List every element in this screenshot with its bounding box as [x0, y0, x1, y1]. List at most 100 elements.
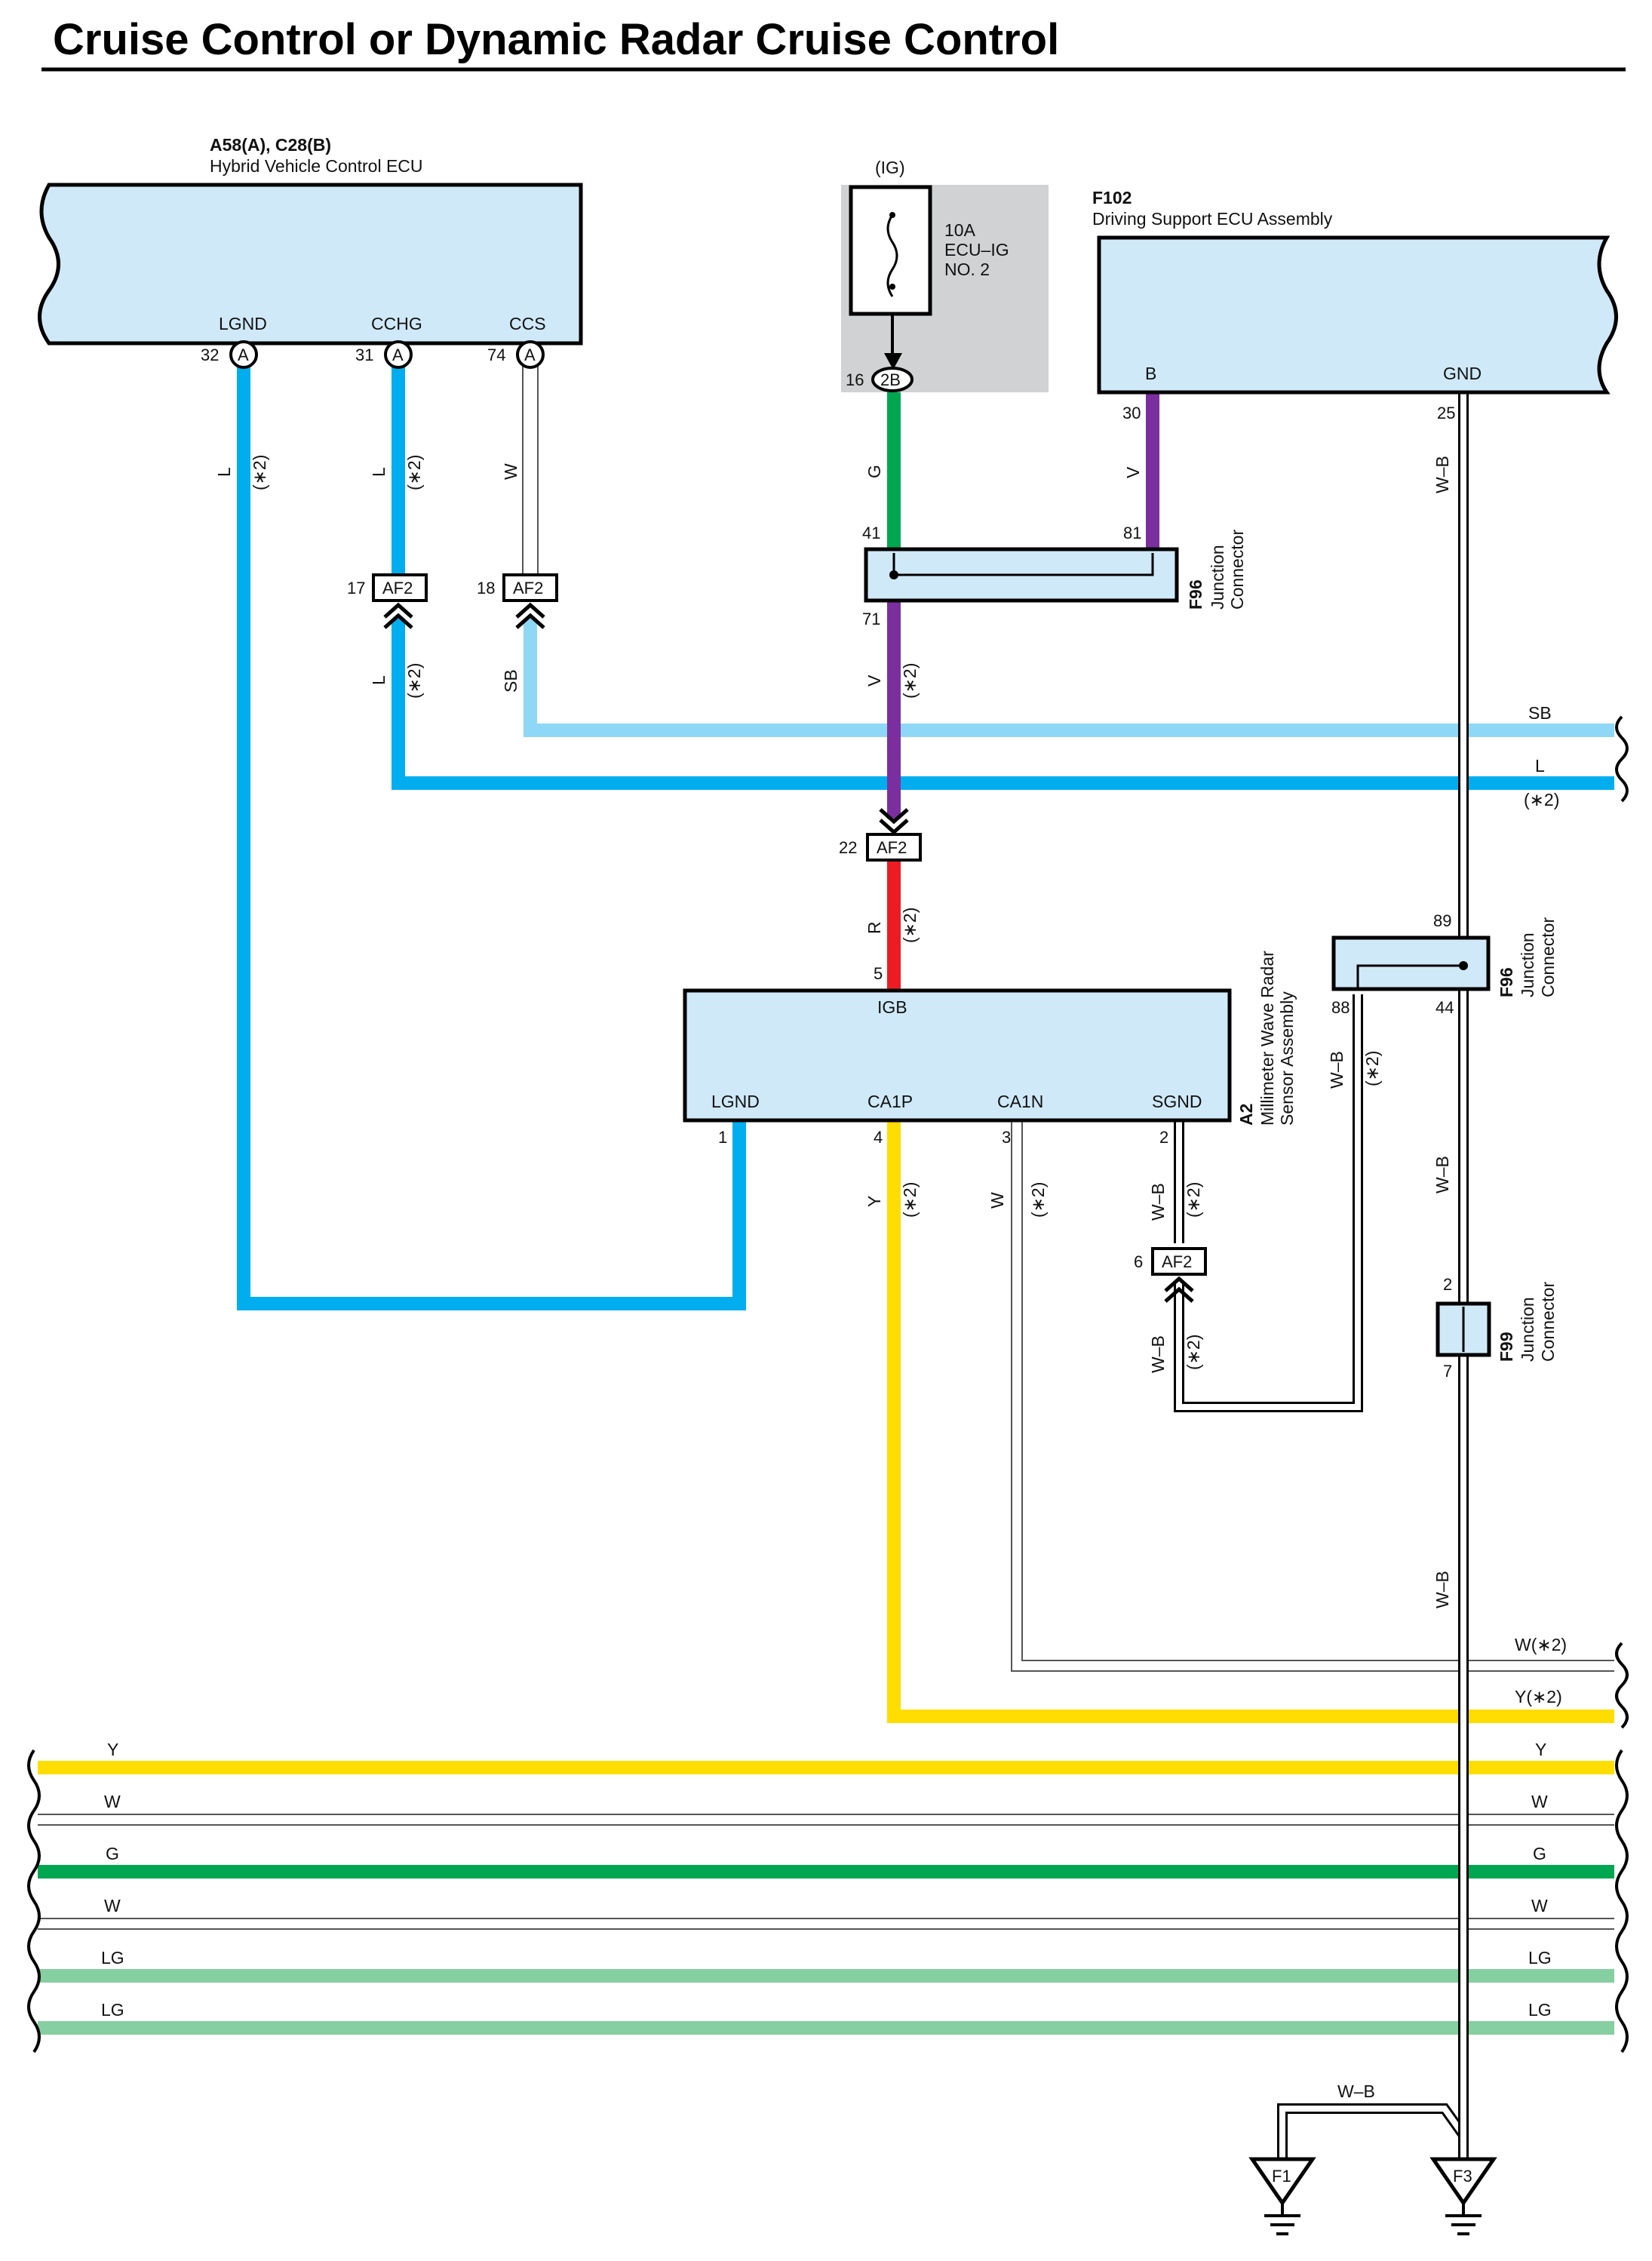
af2-17-arrow	[383, 602, 413, 629]
f96-right-connector: 89 88 44 F96 Junction Connector	[1331, 911, 1558, 1017]
f96-right-name1: Junction	[1518, 932, 1537, 997]
bus-lines	[38, 1761, 1614, 2035]
wire-l-lgnd	[237, 362, 746, 1310]
radar-pin-num-4: 4	[874, 1128, 883, 1147]
hv-ecu-pin-conn-32: A	[238, 346, 249, 364]
af2-6-arrow	[1164, 1276, 1194, 1303]
fuse-pin-oval	[871, 367, 914, 392]
f102-pin-b: B	[1145, 364, 1156, 383]
ground-f3: F3	[1429, 2157, 1497, 2235]
wl-star-6: (∗2)	[900, 1182, 920, 1218]
hv-ecu-pin-circle-31	[384, 340, 413, 369]
wire-w-ca1n	[1011, 1120, 1614, 1672]
wl-l-1: L	[214, 467, 234, 477]
f96-top-code: F96	[1186, 579, 1205, 610]
wl-star-2: (∗2)	[404, 455, 424, 490]
bus-label-left-3: W	[104, 1896, 121, 1915]
wl-star-1: (∗2)	[250, 455, 269, 490]
f102-pin-num-30: 30	[1122, 404, 1141, 422]
ground-f1-triangle	[1248, 2157, 1316, 2207]
wire-wb-f1	[1277, 2103, 1468, 2159]
ground-f1: F1	[1248, 2157, 1316, 2235]
wl-wb-6: W–B	[1432, 1571, 1452, 1608]
bus-label-right-0: Y	[1535, 1740, 1546, 1759]
af2-22-num: 22	[839, 838, 857, 857]
radar-name2: Sensor Assembly	[1277, 991, 1297, 1126]
wl-sb-right: SB	[1528, 703, 1552, 723]
af2-18-label: AF2	[513, 579, 543, 598]
af2-connector-22: AF2 22	[839, 808, 922, 862]
f96-top-pin-71: 71	[862, 610, 880, 628]
radar-pin-num-1: 1	[718, 1128, 727, 1147]
radar-name1: Millimeter Wave Radar	[1257, 951, 1277, 1126]
wire-y-ca1p	[887, 1120, 1614, 1723]
wl-star-right: (∗2)	[1524, 790, 1559, 809]
radar-pin-lgnd: LGND	[711, 1092, 760, 1111]
wl-y: Y	[864, 1196, 884, 1207]
ground-f3-triangle	[1429, 2157, 1497, 2207]
f99-connector: 2 7 F99 Junction Connector	[1436, 1275, 1558, 1381]
bus-label-right-2: G	[1533, 1844, 1546, 1863]
break-mark-right-bus	[1615, 1749, 1629, 2054]
wl-w-ca1n: W	[987, 1192, 1007, 1209]
bus-label-left-4: LG	[101, 1948, 124, 1968]
af2-17-label: AF2	[382, 579, 413, 598]
wire-labels: L (∗2) L (∗2) W L (∗2) SB G V V (∗2) R (…	[101, 455, 1567, 2101]
wire-wb-f1-fill	[1279, 2106, 1466, 2159]
f99-name2: Connector	[1538, 1282, 1558, 1362]
af2-6-label: AF2	[1162, 1252, 1192, 1271]
f96-right-junction-dot	[1459, 961, 1468, 970]
radar-pin-ca1p: CA1P	[867, 1092, 913, 1111]
hv-ecu-pin-conn-74: A	[524, 346, 536, 364]
f96-right-pin-88: 88	[1331, 998, 1350, 1017]
f96-right-junction-line	[1356, 964, 1463, 989]
hv-ecu-pin-num-32: 32	[201, 346, 219, 364]
f96-right-name2: Connector	[1538, 917, 1558, 997]
wl-wb-4: W–B	[1432, 456, 1452, 493]
wire-sb	[524, 619, 1614, 737]
wl-sb: SB	[501, 669, 520, 693]
af2-22-arrow	[879, 808, 909, 835]
af2-17-box	[372, 573, 428, 602]
f96-top-connector: 41 81 71 F96 Junction Connector	[862, 524, 1247, 628]
wire-w-ca1n-fill	[1012, 1120, 1614, 1670]
radar-pin-igb: IGB	[877, 997, 907, 1017]
af2-6-num: 6	[1134, 1252, 1143, 1271]
wl-star-7: (∗2)	[1028, 1182, 1048, 1218]
fuse-pin-conn: 2B	[880, 370, 901, 389]
hv-ecu-pin-ccs: CCS	[509, 314, 546, 333]
hv-ecu-pin-circle-74	[516, 340, 545, 369]
wl-star-9: (∗2)	[1184, 1335, 1203, 1370]
bus-label-right-3: W	[1531, 1896, 1548, 1915]
fuse-terminal-top	[889, 212, 895, 218]
wl-star-4: (∗2)	[900, 663, 920, 699]
af2-22-box	[866, 833, 922, 862]
f102-name: Driving Support ECU Assembly	[1092, 209, 1333, 229]
driving-support-ecu-box	[1097, 235, 1618, 395]
af2-18-arrow	[515, 602, 545, 629]
fuse-terminal-bottom	[889, 284, 895, 290]
break-marks	[27, 715, 1629, 2054]
f99-name1: Junction	[1518, 1297, 1537, 1362]
af2-18-num: 18	[477, 579, 495, 598]
wl-l-2: L	[369, 467, 388, 477]
break-mark-right-middle	[1615, 1642, 1629, 1729]
wl-l-3: L	[369, 675, 388, 685]
f96-right-pin-44: 44	[1436, 998, 1454, 1017]
f96-top-name1: Junction	[1208, 545, 1227, 610]
f99-code: F99	[1497, 1332, 1516, 1362]
f96-right-code: F96	[1497, 967, 1516, 997]
wl-wb-ground: W–B	[1337, 2081, 1375, 2101]
radar-pin-sgnd: SGND	[1152, 1092, 1202, 1111]
radar-pin-num-5: 5	[874, 964, 883, 983]
break-mark-right-upper	[1615, 715, 1629, 803]
radar-code: A2	[1236, 1104, 1256, 1126]
hv-ecu: A58(A), C28(B) Hybrid Vehicle Control EC…	[38, 135, 583, 369]
driving-support-ecu: F102 Driving Support ECU Assembly B GND …	[1092, 188, 1618, 422]
radar-pin-ca1n: CA1N	[997, 1092, 1043, 1111]
fuse-block: (IG) 10A ECU–IG NO. 2 2B 16	[841, 158, 1049, 392]
ground-f1-label: F1	[1272, 2167, 1291, 2186]
wl-wb-3: W–B	[1327, 1051, 1346, 1089]
f96-top-pin-41: 41	[862, 524, 880, 542]
